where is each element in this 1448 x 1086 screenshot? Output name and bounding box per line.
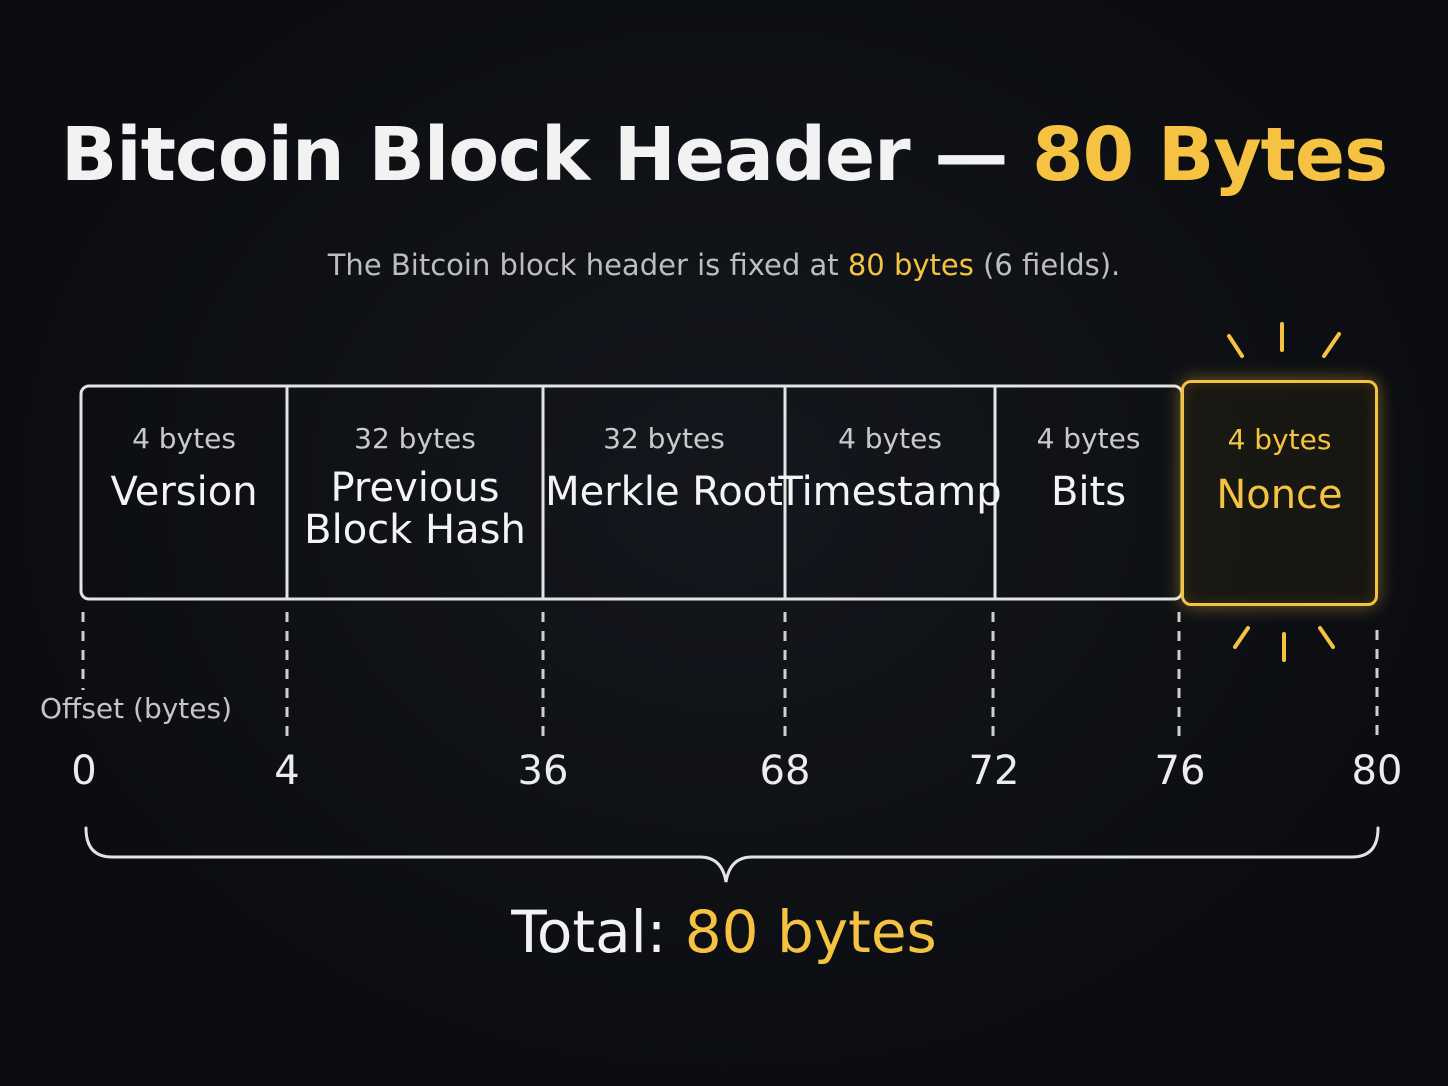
- offset-tick-label-end: 80: [1351, 748, 1403, 794]
- field-name-label: Bits: [1050, 469, 1127, 515]
- field-nonce: 4 bytes Nonce: [1181, 380, 1378, 606]
- title-accent: 80 Bytes: [1032, 112, 1388, 198]
- total-label: Total: 80 bytes: [0, 898, 1448, 966]
- field-previous-block-hash: 32 bytes Previous Block Hash: [287, 386, 543, 599]
- field-bits: 4 bytes Bits: [995, 386, 1182, 599]
- subtitle-accent: 80 bytes: [847, 248, 974, 282]
- field-name-label: Merkle Root: [545, 469, 783, 515]
- field-size-label: 4 bytes: [132, 422, 236, 455]
- offset-caption: Offset (bytes): [40, 692, 233, 725]
- field-merkle-root: 32 bytes Merkle Root: [543, 386, 785, 599]
- glow-ray: [1227, 334, 1244, 358]
- subtitle-before: The Bitcoin block header is fixed at: [327, 248, 848, 282]
- offset-tick-label: 36: [517, 748, 569, 794]
- glow-ray: [1322, 332, 1341, 358]
- field-size-label: 4 bytes: [838, 422, 942, 455]
- field-size-label: 32 bytes: [603, 422, 725, 455]
- total-prefix: Total:: [511, 898, 685, 966]
- field-size-label: 32 bytes: [354, 422, 476, 455]
- offset-tick-label: 76: [1154, 748, 1206, 794]
- field-size-label: 4 bytes: [1227, 423, 1332, 456]
- field-timestamp: 4 bytes Timestamp: [778, 386, 1001, 599]
- offset-tick-label: 0: [71, 748, 97, 794]
- diagram-subtitle: The Bitcoin block header is fixed at 80 …: [0, 248, 1448, 282]
- title-main: Bitcoin Block Header —: [60, 112, 1033, 198]
- offset-guides: [81, 612, 1379, 738]
- offset-tick-label: 72: [968, 748, 1020, 794]
- subtitle-after: (6 fields).: [973, 248, 1121, 282]
- field-size-label: 4 bytes: [1036, 422, 1141, 455]
- offset-tick-label: 68: [759, 748, 811, 794]
- offset-tick-label: 4: [274, 748, 300, 794]
- glow-ray: [1233, 626, 1250, 649]
- total-accent: 80 bytes: [684, 898, 937, 966]
- diagram-title: Bitcoin Block Header — 80 Bytes: [0, 112, 1448, 198]
- field-version: 4 bytes Version: [81, 386, 287, 599]
- field-name-label: Nonce: [1216, 472, 1343, 518]
- glow-ray: [1318, 626, 1335, 649]
- field-name-label: Previous Block Hash: [304, 465, 526, 553]
- field-name-label: Timestamp: [778, 469, 1002, 515]
- field-name-label: Version: [110, 469, 258, 515]
- nonce-glow-rays: [1227, 322, 1341, 662]
- total-brace: [84, 826, 1380, 883]
